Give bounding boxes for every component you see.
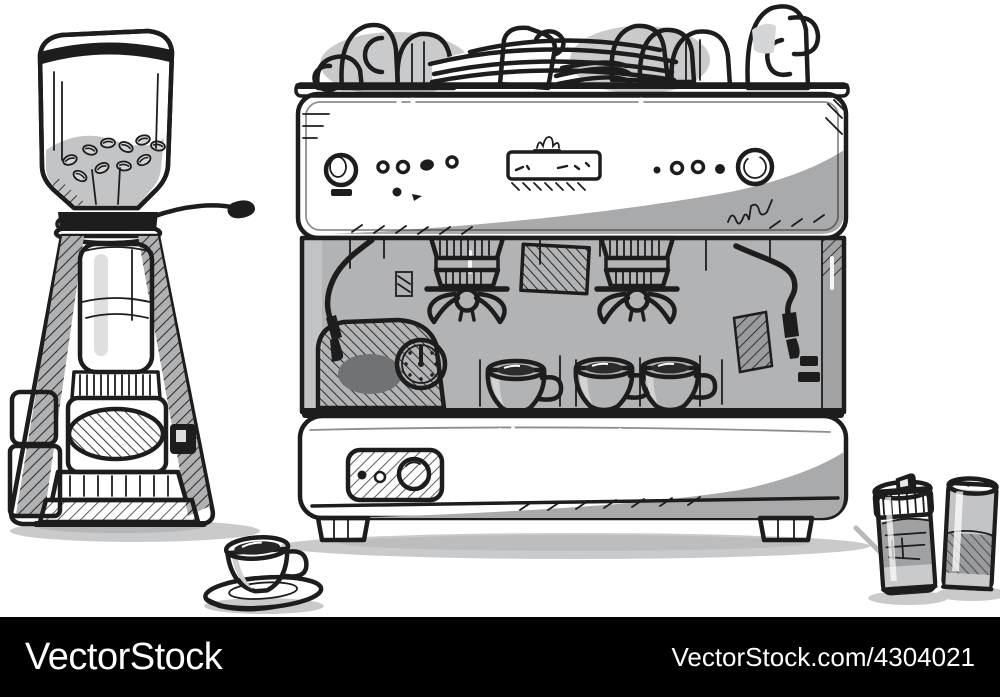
plate-stack bbox=[427, 38, 679, 85]
top-control-panel bbox=[295, 91, 849, 241]
machine-leg-left bbox=[315, 515, 371, 543]
left-dial bbox=[323, 152, 359, 196]
grinder-body bbox=[7, 233, 216, 527]
machine-leg-right bbox=[757, 515, 815, 543]
brewing-section bbox=[299, 237, 847, 418]
coffee-grinder bbox=[7, 28, 255, 527]
drawer-panel bbox=[345, 447, 445, 503]
indicator-lights-right bbox=[653, 159, 725, 176]
machine-base bbox=[297, 413, 849, 543]
steam-wand-right bbox=[733, 243, 800, 359]
vectorstock-url-text: VectorStock.com/4304021 bbox=[671, 641, 975, 672]
side-cup bbox=[315, 54, 365, 91]
drawer-knob bbox=[396, 456, 432, 492]
watermark-bar: VectorStock VectorStock.com/4304021 bbox=[0, 617, 1000, 697]
glass-dispenser bbox=[872, 473, 938, 596]
boiler-module bbox=[315, 317, 448, 411]
right-dial bbox=[735, 147, 775, 187]
grinder-lever bbox=[149, 200, 255, 220]
side-switch bbox=[800, 356, 818, 366]
doser-chamber bbox=[77, 241, 155, 375]
espresso-cup-on-saucer bbox=[203, 535, 324, 612]
side-switch-2 bbox=[798, 372, 820, 382]
indicator-lights-left bbox=[376, 155, 459, 201]
brand-plate bbox=[506, 136, 602, 191]
center-heat-box bbox=[519, 242, 591, 296]
vectorstock-logo-text: VectorStock bbox=[25, 635, 223, 678]
tall-cup bbox=[745, 4, 811, 91]
pressure-gauge bbox=[394, 337, 448, 391]
espresso-machine bbox=[294, 4, 850, 543]
bean-hopper bbox=[37, 28, 175, 211]
floor-shadows bbox=[10, 519, 1000, 614]
artist-signature bbox=[727, 199, 773, 225]
steam-wand-left bbox=[324, 237, 375, 362]
coffee-set-illustration bbox=[7, 4, 1000, 614]
drinking-glass bbox=[941, 476, 999, 592]
cups-and-plates-on-warmer bbox=[312, 4, 821, 96]
upturned-cup bbox=[339, 22, 401, 91]
